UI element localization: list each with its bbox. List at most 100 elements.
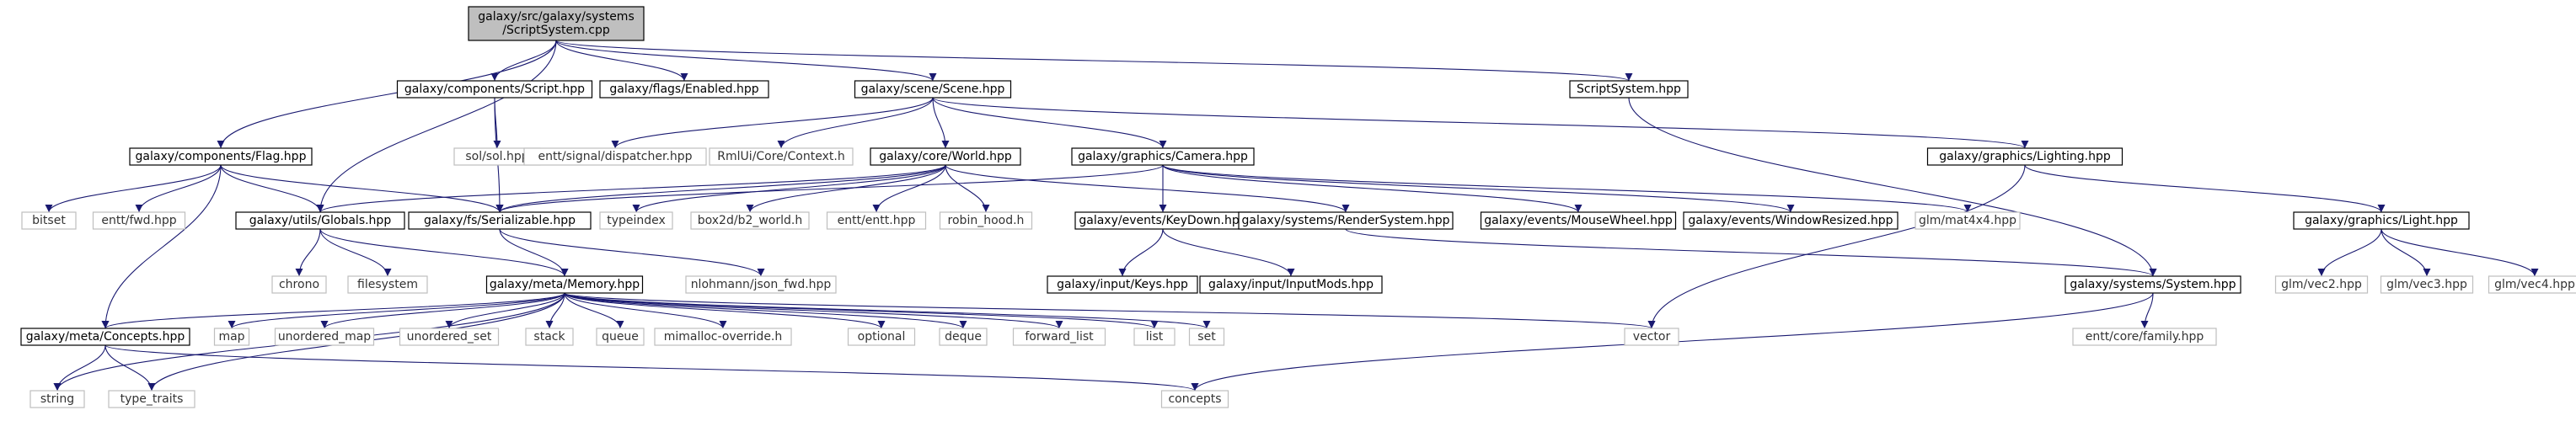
node-label: galaxy/systems/RenderSystem.hpp xyxy=(1242,214,1450,227)
node-memory[interactable]: galaxy/meta/Memory.hpp xyxy=(485,275,644,294)
node-box xyxy=(274,328,375,346)
node-vec3: glm/vec3.hpp xyxy=(2380,275,2474,294)
edge-memory-to-mimalloc xyxy=(564,292,727,329)
node-box xyxy=(396,80,593,99)
node-optional: optional xyxy=(847,328,916,346)
node-label: galaxy/meta/Concepts.hpp xyxy=(26,330,185,344)
node-mousewheel[interactable]: galaxy/events/MouseWheel.hpp xyxy=(1480,211,1677,230)
node-box xyxy=(1238,211,1454,230)
node-vector: vector xyxy=(1624,328,1679,346)
node-unordered-set: unordered_set xyxy=(399,328,500,346)
node-box xyxy=(1133,328,1176,346)
edge-lighting-to-light xyxy=(2024,164,2386,213)
edge-root-to-flag xyxy=(217,40,557,149)
node-label: glm/vec3.hpp xyxy=(2386,278,2467,291)
edge-scene-to-world xyxy=(932,97,950,149)
edge-scriptsystem-to-system xyxy=(1628,97,2157,277)
node-stack: stack xyxy=(525,328,574,346)
edge-concepts_hpp-to-type_traits xyxy=(104,344,156,392)
node-rendersystem[interactable]: galaxy/systems/RenderSystem.hpp xyxy=(1238,211,1454,230)
node-serializable[interactable]: galaxy/fs/Serializable.hpp xyxy=(408,211,592,230)
node-box xyxy=(1160,390,1229,408)
node-box xyxy=(596,328,645,346)
node-label: glm/vec4.hpp xyxy=(2494,278,2575,291)
node-lighting[interactable]: galaxy/graphics/Lighting.hpp xyxy=(1926,147,2123,166)
node-box xyxy=(485,275,644,294)
node-label: mimalloc-override.h xyxy=(664,330,783,344)
node-globals[interactable]: galaxy/utils/Globals.hpp xyxy=(235,211,405,230)
edge-world-to-box2d xyxy=(746,164,946,213)
edge-memory-to-concepts_hpp xyxy=(101,292,565,329)
node-label: galaxy/scene/Scene.hpp xyxy=(861,83,1005,96)
node-system[interactable]: galaxy/systems/System.hpp xyxy=(2065,275,2241,294)
node-concepts-hpp[interactable]: galaxy/meta/Concepts.hpp xyxy=(20,328,190,346)
edge-memory-to-map xyxy=(228,292,565,329)
node-label: galaxy/input/Keys.hpp xyxy=(1057,278,1188,291)
node-type-traits: type_traits xyxy=(108,390,195,408)
edge-root-to-scene xyxy=(555,40,937,82)
node-enttentt: entt/entt.hpp xyxy=(826,211,927,230)
node-box xyxy=(1569,80,1689,99)
edge-lighting-to-vector xyxy=(1647,164,2026,329)
node-world[interactable]: galaxy/core/World.hpp xyxy=(870,147,1021,166)
node-label: unordered_set xyxy=(407,330,492,344)
node-label: galaxy/core/World.hpp xyxy=(879,150,1012,163)
node-inputmods[interactable]: galaxy/input/InputMods.hpp xyxy=(1199,275,1383,294)
node-label: concepts xyxy=(1168,392,1221,406)
node-filesystem: filesystem xyxy=(347,275,428,294)
node-box xyxy=(1683,211,1899,230)
node-script[interactable]: galaxy/components/Script.hpp xyxy=(396,80,593,99)
edge-memory-to-vector xyxy=(564,292,1655,329)
edge-scene-to-lighting xyxy=(932,97,2029,149)
node-label: typeindex xyxy=(607,214,666,227)
edge-camera-to-serializable xyxy=(495,164,1164,213)
edge-flag-to-bitset xyxy=(45,164,222,213)
node-box xyxy=(939,328,988,346)
node-label: ScriptSystem.hpp xyxy=(1577,83,1681,96)
node-box xyxy=(599,211,673,230)
node-label: list xyxy=(1146,330,1164,344)
edge-camera-to-mousewheel xyxy=(1162,164,1583,213)
node-flag[interactable]: galaxy/components/Flag.hpp xyxy=(129,147,313,166)
edge-memory-to-list xyxy=(564,292,1159,329)
node-scriptsystem[interactable]: ScriptSystem.hpp xyxy=(1569,80,1689,99)
edge-flag-to-serializable xyxy=(220,164,504,213)
node-bitset: bitset xyxy=(21,211,77,230)
node-camera[interactable]: galaxy/graphics/Camera.hpp xyxy=(1071,147,1255,166)
node-keys[interactable]: galaxy/input/Keys.hpp xyxy=(1047,275,1198,294)
node-box xyxy=(468,6,645,41)
node-label: stack xyxy=(533,330,565,344)
node-light[interactable]: galaxy/graphics/Light.hpp xyxy=(2293,211,2470,230)
node-label: galaxy/components/Script.hpp xyxy=(404,83,585,96)
node-solhpp: sol/sol.hpp xyxy=(453,147,541,166)
node-label: entt/signal/dispatcher.hpp xyxy=(538,150,692,163)
node-label: galaxy/src/galaxy/systems xyxy=(478,10,635,24)
node-box xyxy=(92,211,186,230)
node-label: forward_list xyxy=(1025,330,1094,344)
node-enabled[interactable]: galaxy/flags/Enabled.hpp xyxy=(599,80,769,99)
edge-world-to-rendersystem xyxy=(945,164,1350,213)
node-box xyxy=(685,275,837,294)
node-windowresized[interactable]: galaxy/events/WindowResized.hpp xyxy=(1683,211,1899,230)
edge-flag-to-enttfwd xyxy=(135,164,222,213)
node-box xyxy=(1188,328,1225,346)
node-box xyxy=(654,328,792,346)
node-scene[interactable]: galaxy/scene/Scene.hpp xyxy=(854,80,1012,99)
node-box xyxy=(690,211,810,230)
node-rmlui: RmlUi/Core/Context.h xyxy=(709,147,854,166)
node-label: nlohmann/json_fwd.hpp xyxy=(691,278,832,291)
edge-flag-to-concepts_hpp xyxy=(101,164,222,329)
edge-concepts_hpp-to-concepts xyxy=(104,344,1199,392)
node-box xyxy=(2072,328,2217,346)
edge-camera-to-windowresized xyxy=(1162,164,1795,213)
node-label: bitset xyxy=(32,214,66,227)
node-label: map xyxy=(218,330,244,344)
edge-world-to-globals xyxy=(316,164,946,213)
edge-serializable-to-memory xyxy=(499,228,569,277)
node-map: map xyxy=(213,328,250,346)
node-box xyxy=(347,275,428,294)
edge-rendersystem-to-system xyxy=(1345,228,2157,277)
node-label: galaxy/input/InputMods.hpp xyxy=(1208,278,1374,291)
node-keydown[interactable]: galaxy/events/KeyDown.hpp xyxy=(1074,211,1251,230)
